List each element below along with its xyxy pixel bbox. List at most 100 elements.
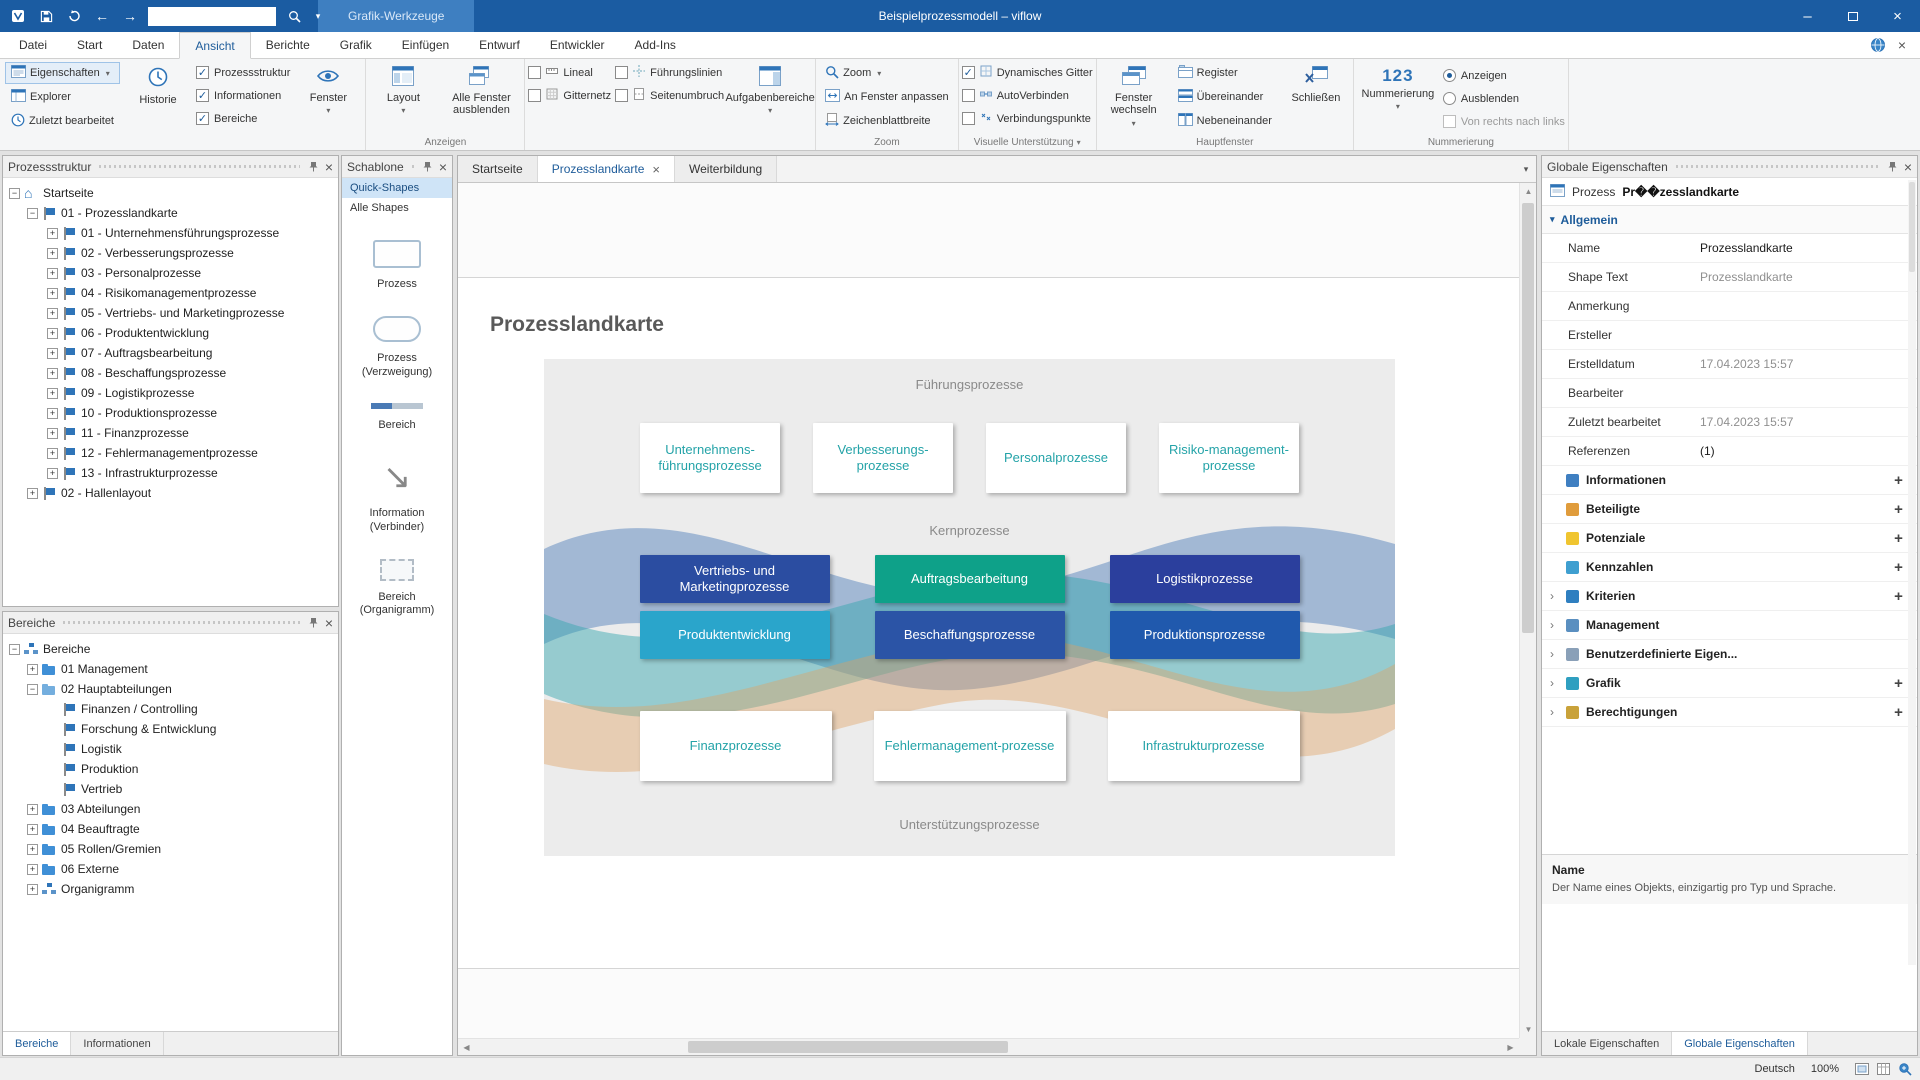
- ribbon-tab[interactable]: Entwurf: [479, 38, 520, 52]
- save-icon[interactable]: [36, 6, 56, 26]
- expand-toggle-icon[interactable]: [27, 823, 38, 835]
- close-panel-icon[interactable]: ×: [438, 158, 447, 175]
- fuehrungslinien-checkbox[interactable]: Führungslinien: [615, 62, 724, 83]
- tab-list-caret-icon[interactable]: ▾: [1523, 163, 1529, 174]
- expand-toggle-icon[interactable]: [27, 863, 38, 875]
- horizontal-scrollbar[interactable]: ◀ ▶: [458, 1038, 1519, 1055]
- tree-item[interactable]: Vertrieb: [3, 779, 338, 799]
- tree-item[interactable]: Logistik: [3, 739, 338, 759]
- property-row[interactable]: Erstelldatum 17.04.2023 15:57: [1542, 350, 1917, 379]
- expand-toggle-icon[interactable]: [27, 663, 38, 675]
- expand-toggle-icon[interactable]: [47, 367, 58, 379]
- expand-toggle-icon[interactable]: [9, 643, 20, 655]
- pin-icon[interactable]: [422, 161, 433, 172]
- expand-toggle-icon[interactable]: [47, 307, 58, 319]
- property-row[interactable]: Anmerkung: [1542, 292, 1917, 321]
- back-icon[interactable]: ←: [95, 8, 109, 24]
- expand-toggle-icon[interactable]: [47, 387, 58, 399]
- panel-tab[interactable]: Bereiche: [3, 1032, 72, 1055]
- eigenschaften-button[interactable]: Eigenschaften▾: [5, 62, 120, 84]
- ribbon-tab[interactable]: Grafik: [339, 38, 372, 52]
- zoom-button[interactable]: Zoom▾: [819, 62, 955, 84]
- shape-item[interactable]: Prozess: [342, 240, 452, 292]
- process-box[interactable]: Logistikprozesse: [1109, 555, 1300, 603]
- nummerierung-ausblenden-radio[interactable]: Ausblenden: [1442, 88, 1565, 109]
- shape-item[interactable]: Prozess (Verzweigung): [342, 315, 452, 380]
- fenster-button[interactable]: Fenster ▾: [294, 61, 362, 117]
- lineal-checkbox[interactable]: Lineal: [528, 62, 611, 83]
- tree-item[interactable]: 06 Externe: [3, 859, 338, 879]
- tree-item[interactable]: 07 - Auftragsbearbeitung: [3, 343, 338, 363]
- tree-item[interactable]: 05 Rollen/Gremien: [3, 839, 338, 859]
- close-tab-icon[interactable]: ×: [652, 161, 661, 177]
- property-section-row[interactable]: Beteiligte +: [1542, 495, 1917, 524]
- ribbon-tab[interactable]: Daten: [132, 38, 165, 52]
- vertical-scrollbar[interactable]: ▲ ▼: [1519, 183, 1536, 1038]
- process-box[interactable]: Beschaffungsprozesse: [874, 611, 1065, 659]
- seitenumbruch-checkbox[interactable]: Seitenumbruch: [615, 85, 724, 106]
- close-panel-icon[interactable]: ×: [1903, 158, 1912, 175]
- prozessstruktur-checkbox[interactable]: ✓Prozessstruktur: [196, 66, 291, 79]
- scroll-down-icon[interactable]: ▼: [1524, 1025, 1533, 1034]
- panel-grip[interactable]: [411, 165, 414, 168]
- ribbon-tab[interactable]: Start: [77, 38, 103, 52]
- tree-item[interactable]: 13 - Infrastrukturprozesse: [3, 463, 338, 483]
- search-icon[interactable]: [284, 6, 304, 26]
- nummerierung-button[interactable]: 123 Nummerierung ▾: [1361, 66, 1435, 112]
- qat-customize-caret-icon[interactable]: ▾: [315, 10, 321, 21]
- contextual-tab-grafik-werkzeuge[interactable]: Grafik-Werkzeuge: [318, 0, 475, 32]
- expand-toggle-icon[interactable]: [27, 683, 38, 695]
- process-box[interactable]: Produktentwicklung: [639, 611, 830, 659]
- expand-toggle-icon[interactable]: [47, 407, 58, 419]
- properties-scrollbar-thumb[interactable]: [1909, 182, 1915, 272]
- process-box[interactable]: Vertriebs- und Marketingprozesse: [639, 555, 830, 603]
- language-indicator[interactable]: Deutsch: [1754, 1063, 1795, 1075]
- add-icon[interactable]: +: [1894, 500, 1903, 518]
- ribbon-tab[interactable]: Entwickler: [549, 38, 605, 52]
- tree-item[interactable]: 11 - Finanzprozesse: [3, 423, 338, 443]
- process-box[interactable]: Produktionsprozesse: [1109, 611, 1300, 659]
- property-row[interactable]: Ersteller: [1542, 321, 1917, 350]
- tree-item[interactable]: Forschung & Entwicklung: [3, 719, 338, 739]
- tree-item[interactable]: 04 Beauftragte: [3, 819, 338, 839]
- panel-grip[interactable]: [63, 621, 300, 624]
- process-box[interactable]: Finanzprozesse: [639, 711, 832, 781]
- tree-item[interactable]: 02 Hauptabteilungen: [3, 679, 338, 699]
- gitternetz-checkbox[interactable]: Gitternetz: [528, 85, 611, 106]
- process-box[interactable]: Unternehmens-führungsprozesse: [640, 423, 780, 493]
- tree-item[interactable]: 02 - Verbesserungsprozesse: [3, 243, 338, 263]
- tree-item[interactable]: 05 - Vertriebs- und Marketingprozesse: [3, 303, 338, 323]
- expand-toggle-icon[interactable]: [47, 347, 58, 359]
- expand-toggle-icon[interactable]: [47, 427, 58, 439]
- expand-toggle-icon[interactable]: [47, 267, 58, 279]
- app-icon[interactable]: [8, 6, 28, 26]
- maximize-button[interactable]: [1830, 0, 1875, 32]
- panel-grip[interactable]: [1675, 165, 1879, 168]
- tree-item[interactable]: 03 Abteilungen: [3, 799, 338, 819]
- nummerierung-anzeigen-radio[interactable]: Anzeigen: [1442, 65, 1565, 86]
- pin-icon[interactable]: [1887, 161, 1898, 172]
- nebeneinander-button[interactable]: Nebeneinander: [1172, 110, 1278, 132]
- tree-item[interactable]: 03 - Personalprozesse: [3, 263, 338, 283]
- expand-toggle-icon[interactable]: [27, 487, 38, 499]
- alle-fenster-ausblenden-button[interactable]: Alle Fenster ausblenden: [441, 61, 521, 119]
- properties-scrollbar[interactable]: [1908, 180, 1916, 965]
- property-section-row[interactable]: Potenziale +: [1542, 524, 1917, 553]
- close-document-icon[interactable]: ×: [1897, 37, 1906, 53]
- tree-item[interactable]: 01 Management: [3, 659, 338, 679]
- tree-item[interactable]: Produktion: [3, 759, 338, 779]
- help-icon[interactable]: [1870, 37, 1886, 53]
- verbindungspunkte-checkbox[interactable]: Verbindungspunkte: [961, 108, 1093, 129]
- zuletzt-bearbeitet-button[interactable]: Zuletzt bearbeitet: [5, 110, 120, 132]
- add-icon[interactable]: +: [1894, 587, 1903, 605]
- pin-icon[interactable]: [308, 161, 319, 172]
- process-box[interactable]: Fehlermanagement-prozesse: [873, 711, 1066, 781]
- add-icon[interactable]: +: [1894, 674, 1903, 692]
- property-section-row[interactable]: › Management: [1542, 611, 1917, 640]
- horizontal-scrollbar-thumb[interactable]: [688, 1041, 1008, 1053]
- property-section-row[interactable]: › Kriterien +: [1542, 582, 1917, 611]
- aufgabenbereiche-button[interactable]: Aufgabenbereiche ▾: [725, 61, 815, 117]
- tree-item[interactable]: Startseite: [3, 183, 338, 203]
- undo-icon[interactable]: [64, 6, 84, 26]
